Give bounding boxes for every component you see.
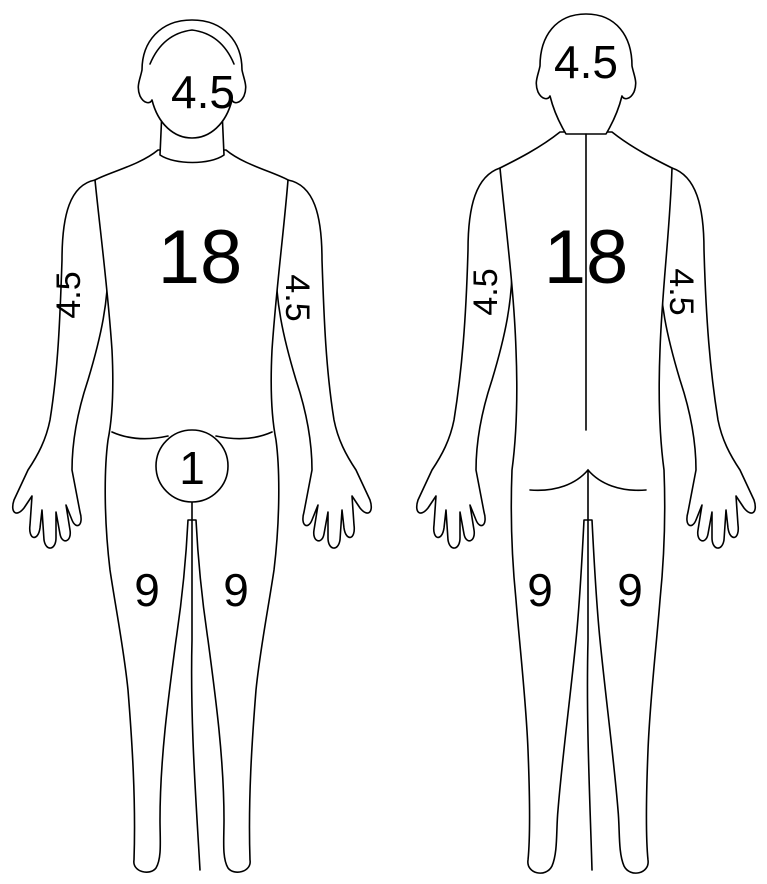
back-leg-divide — [587, 470, 592, 870]
front-right-arm-label: 4.5 — [50, 271, 88, 318]
back-head-label: 4.5 — [554, 36, 618, 88]
back-right-arm-label: 4.5 — [467, 268, 505, 315]
back-figure — [417, 14, 756, 873]
front-right-leg-label: 9 — [134, 564, 160, 616]
front-arm-right — [276, 180, 372, 548]
back-arm-right — [660, 168, 756, 548]
back-right-leg-label: 9 — [527, 564, 553, 616]
front-head-label: 4.5 — [171, 66, 235, 118]
back-left-arm-label: 4.5 — [662, 268, 700, 315]
front-left-arm-label: 4.5 — [278, 274, 316, 321]
front-left-leg-label: 9 — [223, 564, 249, 616]
back-arm-left — [417, 168, 513, 548]
front-arm-left — [13, 180, 109, 548]
back-trunk-label: 18 — [544, 215, 629, 300]
front-genital-label: 1 — [179, 442, 205, 494]
back-left-leg-label: 9 — [617, 564, 643, 616]
front-trunk-label: 18 — [158, 215, 243, 300]
